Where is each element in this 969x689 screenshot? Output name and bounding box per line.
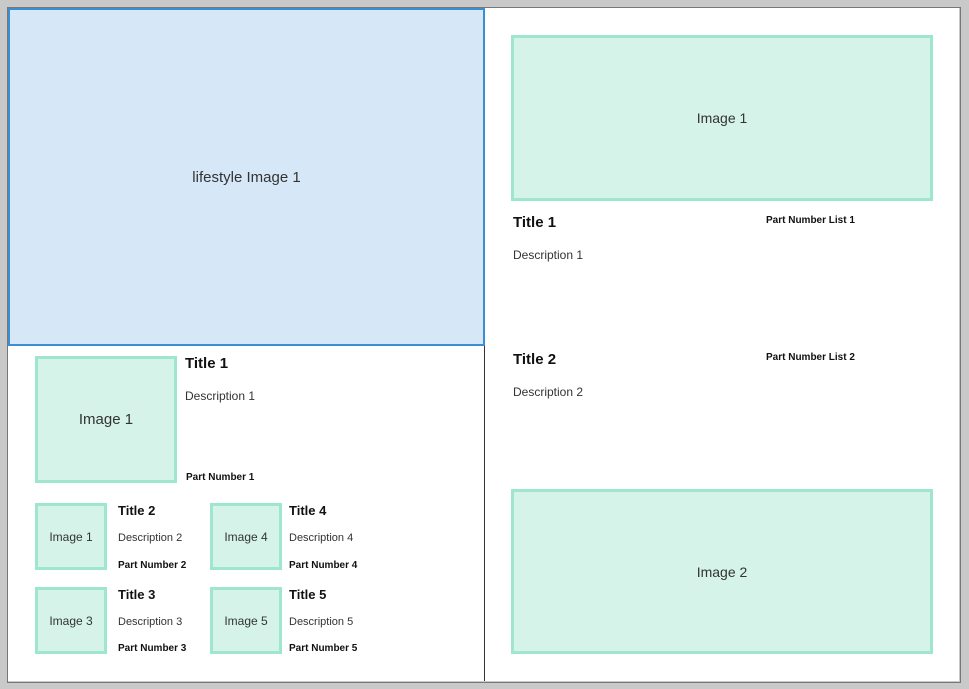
main-product-part-number: Part Number 1 — [186, 472, 255, 483]
grid-product-image-label: Image 1 — [49, 529, 93, 544]
right-bottom-image-label: Image 2 — [696, 563, 748, 580]
grid-product-title: Title 5 — [289, 587, 327, 602]
grid-product-description: Description 4 — [289, 532, 354, 544]
grid-product-title: Title 2 — [118, 503, 156, 518]
grid-product-image-placeholder[interactable]: Image 4 — [210, 503, 282, 570]
right-section-description: Description 1 — [513, 248, 584, 262]
grid-product-image-label: Image 5 — [224, 613, 268, 628]
right-bottom-image-placeholder[interactable]: Image 2 — [511, 489, 933, 654]
grid-product-part-number: Part Number 2 — [118, 560, 187, 571]
grid-product-image-placeholder[interactable]: Image 1 — [35, 503, 107, 570]
grid-product-part-number: Part Number 3 — [118, 643, 187, 654]
right-top-image-label: Image 1 — [696, 110, 748, 126]
main-product-description: Description 1 — [185, 389, 256, 403]
grid-product-title: Title 4 — [289, 503, 327, 518]
main-product-image-label: Image 1 — [78, 411, 134, 428]
grid-product-part-number: Part Number 5 — [289, 643, 358, 654]
lifestyle-image-label: lifestyle Image 1 — [192, 168, 301, 186]
right-section-description: Description 2 — [513, 385, 584, 399]
grid-product-description: Description 5 — [289, 616, 354, 628]
grid-product-image-label: Image 4 — [224, 529, 268, 544]
main-product-image-placeholder[interactable]: Image 1 — [35, 356, 177, 483]
grid-product-image-placeholder[interactable]: Image 3 — [35, 587, 107, 654]
grid-product-description: Description 3 — [118, 616, 183, 628]
right-top-image-placeholder[interactable]: Image 1 — [511, 35, 933, 201]
right-section-title: Title 1 — [513, 214, 557, 231]
grid-product-part-number: Part Number 4 — [289, 560, 358, 571]
right-section-title: Title 2 — [513, 351, 557, 368]
grid-product-image-placeholder[interactable]: Image 5 — [210, 587, 282, 654]
right-section-part-number-list: Part Number List 2 — [766, 352, 855, 363]
grid-product-description: Description 2 — [118, 532, 183, 544]
right-section-part-number-list: Part Number List 1 — [766, 215, 855, 226]
grid-product-title: Title 3 — [118, 587, 156, 602]
grid-product-image-label: Image 3 — [49, 613, 93, 628]
lifestyle-image-placeholder[interactable]: lifestyle Image 1 — [8, 8, 485, 346]
main-product-title: Title 1 — [185, 355, 229, 372]
